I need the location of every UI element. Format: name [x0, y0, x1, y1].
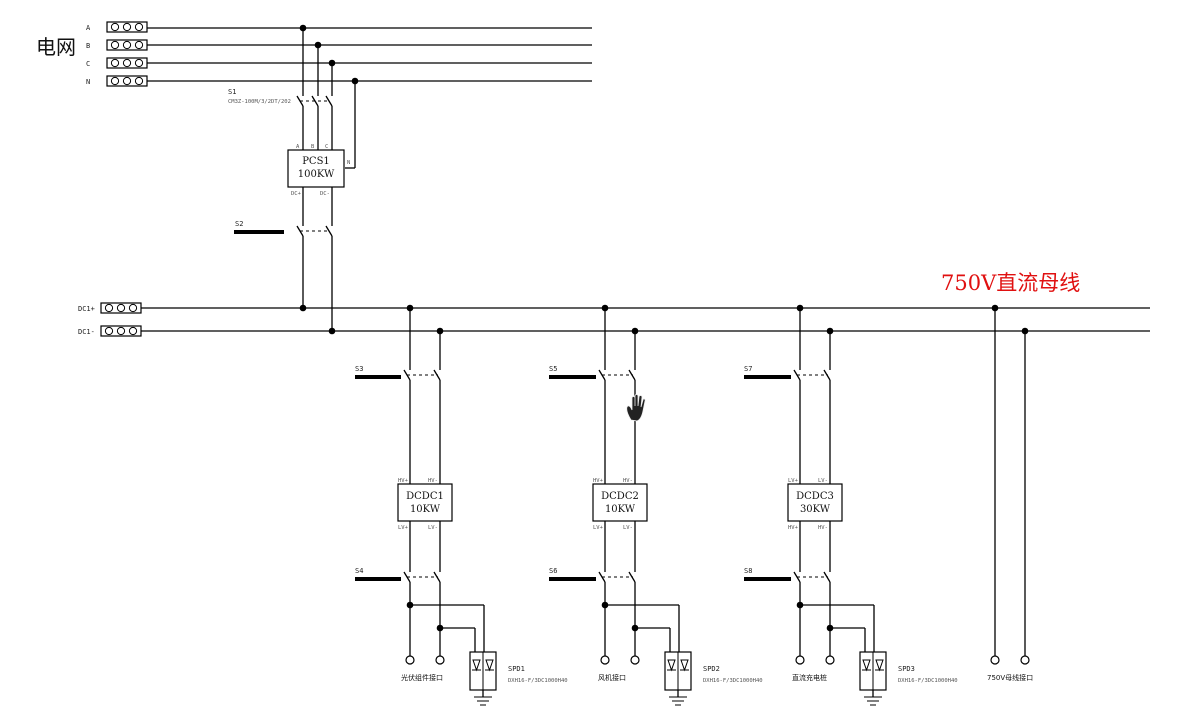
- dcdc1-pin-bottom-2: LV-: [428, 525, 438, 531]
- dcdc3-power: 30KW: [800, 504, 831, 515]
- dcdc2-pin-bottom-1: LV+: [593, 525, 604, 531]
- bus-port-label: 750V母线接口: [987, 673, 1033, 682]
- s1-breaker: [296, 28, 356, 169]
- s7-label: S7: [744, 365, 752, 373]
- dc-pos-label: DC1+: [78, 305, 95, 313]
- s2-breaker: [296, 187, 333, 331]
- dcdc3-name: DCDC3: [796, 491, 834, 502]
- dcdc3-pin-top-1: LV+: [788, 478, 799, 484]
- s2-label: S2: [235, 220, 243, 228]
- dcdc2-pin-top-2: HV-: [623, 478, 633, 484]
- dcdc3-pin-bottom-1: HV+: [788, 525, 799, 531]
- s6-label: S6: [549, 567, 557, 575]
- phase-label-b: B: [86, 42, 90, 50]
- branch3-port-label: 直流充电桩: [792, 673, 827, 682]
- bus-interface: [990, 308, 1030, 665]
- pcs-pin-a: A: [296, 144, 300, 150]
- s3-label: S3: [355, 365, 363, 373]
- dc-bus-title: 750V直流母线: [941, 271, 1080, 295]
- ac-bus-lines: [147, 24, 592, 85]
- s1-label: S1: [228, 88, 236, 96]
- spd1-label: SPD1: [508, 665, 525, 673]
- spd2-model: DXH16-F/3DC1000H40: [703, 678, 763, 684]
- grid-terminals: [106, 21, 148, 87]
- pcs-pin-dcp: DC+: [291, 191, 302, 197]
- dc-neg-label: DC1-: [78, 328, 95, 336]
- branch-2: [549, 304, 692, 706]
- dcdc1-power: 10KW: [410, 504, 441, 515]
- phase-label-n: N: [86, 78, 90, 86]
- dcdc2-pin-top-1: HV+: [593, 478, 604, 484]
- branch2-port-label: 风机接口: [598, 673, 626, 682]
- s1-model: CM3Z-100M/3/2DT/202: [228, 99, 291, 105]
- s8-label: S8: [744, 567, 752, 575]
- pcs-name: PCS1: [302, 156, 330, 167]
- branch-3: [744, 304, 887, 706]
- dcdc3-pin-top-2: LV-: [818, 478, 828, 484]
- grid-label: 电网: [36, 35, 76, 59]
- dcdc1-name: DCDC1: [406, 491, 444, 502]
- branch1-port-label: 光伏组件接口: [401, 673, 443, 682]
- dcdc2-power: 10KW: [605, 504, 636, 515]
- phase-label-a: A: [86, 24, 91, 32]
- s5-label: S5: [549, 365, 557, 373]
- dcdc3-pin-bottom-2: HV-: [818, 525, 828, 531]
- dcdc1-pin-top-1: HV+: [398, 478, 409, 484]
- spd2-label: SPD2: [703, 665, 720, 673]
- dcdc1-pin-bottom-1: LV+: [398, 525, 409, 531]
- dcdc2-pin-bottom-2: LV-: [623, 525, 633, 531]
- hand-cursor-icon: [626, 394, 646, 422]
- s4-label: S4: [355, 567, 363, 575]
- spd3-model: DXH16-F/3DC1000H40: [898, 678, 958, 684]
- phase-label-c: C: [86, 60, 90, 68]
- spd3-label: SPD3: [898, 665, 915, 673]
- pcs-power: 100KW: [298, 169, 335, 180]
- pcs-pin-n: N: [347, 160, 350, 166]
- pcs-pin-dcn: DC-: [320, 191, 330, 197]
- spd1-model: DXH16-F/3DC1000H40: [508, 678, 568, 684]
- pcs-pin-b: B: [311, 144, 315, 150]
- pcs-converter: A B C N PCS1 100KW DC+ DC-: [287, 144, 350, 197]
- pcs-pin-c: C: [325, 144, 328, 150]
- dcdc2-name: DCDC2: [601, 491, 639, 502]
- dc-bus-terminals: [100, 302, 142, 337]
- branch-1: [355, 304, 497, 706]
- dcdc1-pin-top-2: HV-: [428, 478, 438, 484]
- dc-bus-lines: [141, 304, 1150, 335]
